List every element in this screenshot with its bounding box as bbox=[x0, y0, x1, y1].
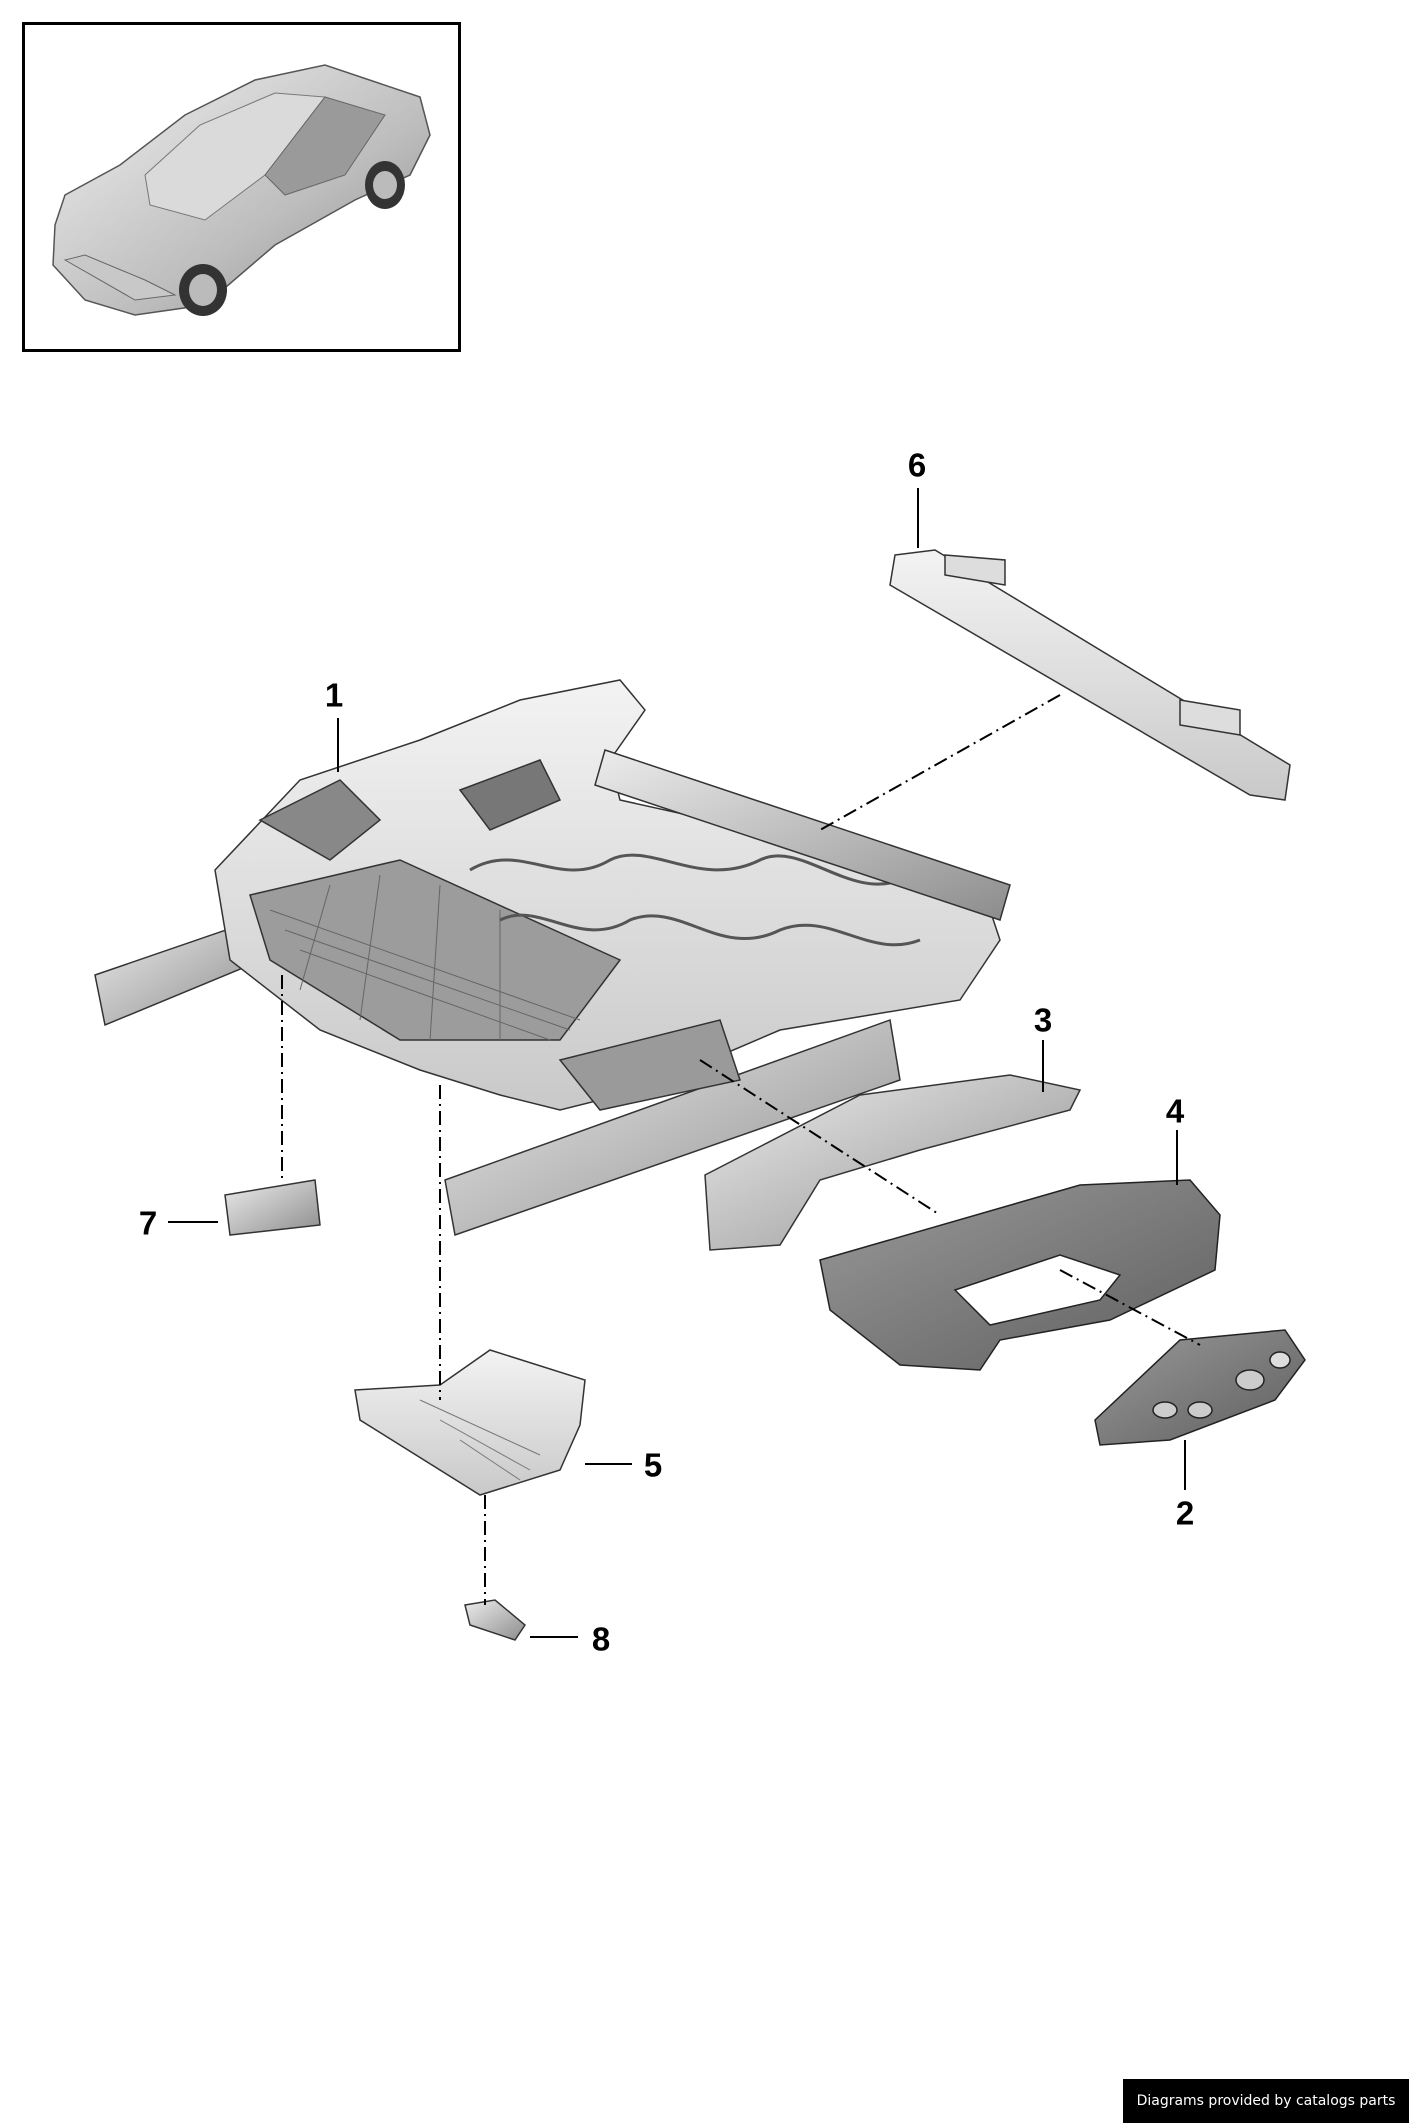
vehicle-thumbnail bbox=[22, 22, 461, 352]
car-thumbnail-icon bbox=[52, 64, 431, 316]
rear-cross-tube-part bbox=[889, 549, 1291, 801]
callout-3: 3 bbox=[1033, 1001, 1053, 1039]
callout-4: 4 bbox=[1165, 1092, 1185, 1130]
clip-part-7 bbox=[224, 1179, 321, 1236]
callout-6: 6 bbox=[907, 446, 927, 484]
callout-7: 7 bbox=[138, 1204, 158, 1242]
credit-label: Diagrams provided by catalogs parts bbox=[1123, 2079, 1409, 2123]
side-trim-panel-part bbox=[819, 1179, 1221, 1371]
callout-5: 5 bbox=[643, 1446, 663, 1484]
callout-1: 1 bbox=[324, 676, 344, 714]
seat-switch-part bbox=[1094, 1329, 1306, 1446]
leader-lines bbox=[168, 488, 1186, 1638]
assembly-lines bbox=[281, 694, 1201, 1605]
callout-2: 2 bbox=[1175, 1494, 1195, 1532]
small-bracket-part bbox=[464, 1599, 526, 1641]
seat-frame-part bbox=[94, 679, 1011, 1236]
callout-8: 8 bbox=[591, 1620, 611, 1658]
bracket-plate-part bbox=[354, 1349, 586, 1496]
side-bracket-part bbox=[704, 1074, 1082, 1251]
